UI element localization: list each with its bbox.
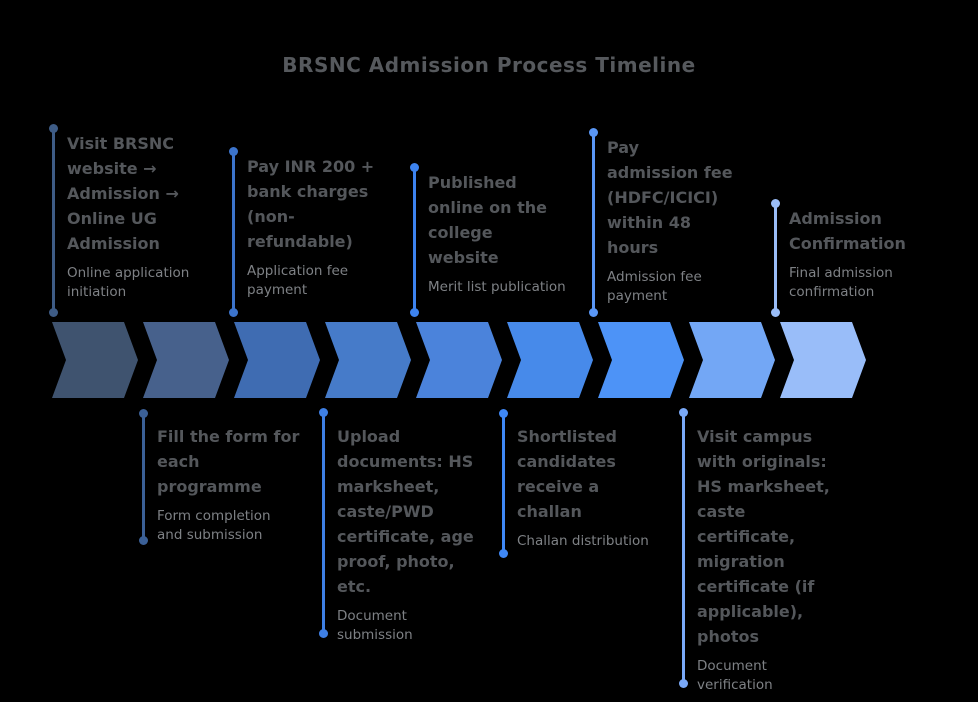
milestone-connector-line: [681, 412, 685, 683]
chevron-arrow-2: [143, 322, 229, 398]
milestone-text-block: Upload documents: HS marksheet, caste/PW…: [337, 424, 512, 645]
milestone-title: Upload documents: HS marksheet, caste/PW…: [337, 427, 474, 596]
milestone-dot: [498, 408, 508, 418]
milestone-subtitle: Challan distribution: [517, 533, 649, 549]
milestone-text-block: Visit campus with originals: HS markshee…: [697, 424, 872, 695]
milestone-connector-line: [501, 413, 505, 553]
milestone-connector-line: [141, 413, 145, 540]
milestone-dot: [678, 678, 688, 688]
milestone-title: Fill the form for each programme: [157, 427, 300, 496]
milestone-title: Pay INR 200 + bank charges (non- refunda…: [247, 157, 375, 251]
milestone-connector-line: [412, 167, 416, 312]
milestone-connector-line: [591, 132, 595, 312]
milestone-subtitle: Document verification: [697, 658, 773, 693]
milestone-subtitle: Application fee payment: [247, 263, 349, 298]
milestone-dot: [318, 407, 328, 417]
chevron-arrow-3: [234, 322, 320, 398]
milestone-dot: [588, 127, 598, 137]
milestone-dot: [498, 548, 508, 558]
milestone-dot: [409, 307, 419, 317]
milestone-title: Visit BRSNC website → Admission → Online…: [67, 134, 179, 253]
milestone-dot: [588, 307, 598, 317]
chevron-arrow-4: [325, 322, 411, 398]
milestone-dot: [48, 123, 58, 133]
milestone-subtitle: Form completion and submission: [157, 508, 271, 543]
chevron-arrow-1: [52, 322, 138, 398]
chevron-arrow-8: [689, 322, 775, 398]
chevron-arrow-9: [780, 322, 866, 398]
milestone-subtitle: Admission fee payment: [607, 269, 702, 304]
milestone-dot: [678, 407, 688, 417]
milestone-title: Published online on the college website: [428, 173, 548, 267]
milestone-subtitle: Document submission: [337, 608, 413, 643]
milestone-connector-line: [231, 151, 235, 312]
milestone-subtitle: Final admission confirmation: [789, 265, 893, 300]
chevron-arrow-7: [598, 322, 684, 398]
chevron-arrow-6: [507, 322, 593, 398]
milestone-dot: [770, 198, 780, 208]
milestone-text-block: Pay admission fee (HDFC/ICICI) within 48…: [607, 135, 782, 306]
milestone-dot: [409, 162, 419, 172]
milestone-dot: [228, 307, 238, 317]
milestone-dot: [770, 307, 780, 317]
milestone-subtitle: Merit list publication: [428, 279, 566, 295]
milestone-title: Visit campus with originals: HS markshee…: [697, 427, 830, 646]
chevron-arrow-5: [416, 322, 502, 398]
milestone-dot: [228, 146, 238, 156]
milestone-connector-line: [321, 412, 325, 633]
milestone-dot: [138, 408, 148, 418]
milestone-connector-line: [51, 128, 55, 312]
milestone-text-block: Shortlisted candidates receive a challan…: [517, 424, 692, 551]
milestone-dot: [138, 535, 148, 545]
milestone-subtitle: Online application initiation: [67, 265, 190, 300]
milestone-title: Shortlisted candidates receive a challan: [517, 427, 617, 521]
milestone-text-block: Visit BRSNC website → Admission → Online…: [67, 131, 242, 302]
milestone-dot: [318, 628, 328, 638]
milestone-dot: [48, 307, 58, 317]
process-arrow-band: [52, 322, 866, 398]
diagram-title: BRSNC Admission Process Timeline: [282, 53, 696, 77]
milestone-connector-line: [773, 203, 777, 312]
milestone-title: Admission Confirmation: [789, 209, 906, 253]
milestone-text-block: Pay INR 200 + bank charges (non- refunda…: [247, 154, 422, 300]
milestone-title: Pay admission fee (HDFC/ICICI) within 48…: [607, 138, 733, 257]
